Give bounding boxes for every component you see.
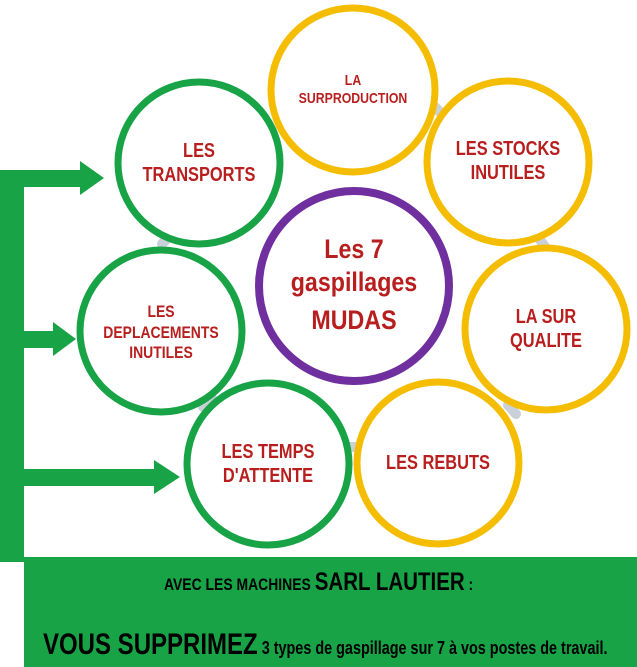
ring-deplacements-inutiles	[76, 246, 246, 416]
ring-temps-attente	[183, 379, 353, 549]
ring-transports	[114, 78, 284, 248]
ring-surproduction	[267, 4, 439, 176]
waste-transports: LES TRANSPORTS	[142, 128, 257, 198]
waste-deplacements-inutiles: LES DEPLACEMENTS INUTILES	[100, 294, 223, 372]
arrow-head-transports	[80, 161, 104, 195]
footer-brand: SARL LAUTIER	[314, 568, 465, 596]
footer-banner	[24, 557, 637, 667]
footer-prefix: AVEC LES MACHINES	[163, 575, 315, 594]
waste-label-line: INUTILES	[129, 343, 193, 363]
bracket-vertical-bar	[0, 170, 24, 562]
waste-label-line: TRANSPORTS	[142, 164, 256, 186]
waste-label-line: LES	[183, 139, 215, 162]
center-line-2: gaspillages	[290, 266, 418, 297]
footer-line-1: AVEC LES MACHINES SARL LAUTIER :	[0, 568, 637, 597]
center-line-3: MUDAS	[311, 305, 397, 336]
waste-stocks-inutiles: LES STOCKS INUTILES	[451, 126, 566, 196]
arrow-shaft-deplacements	[20, 331, 55, 348]
arrow-shaft-attente	[20, 469, 156, 486]
footer-strong: VOUS SUPPRIMEZ	[43, 628, 258, 661]
waste-label-line: LES REBUTS	[386, 451, 490, 474]
ring-sur-qualite	[461, 244, 631, 414]
waste-label-line: LA SUR	[515, 305, 577, 328]
footer-rest: 3 types de gaspillage sur 7 à vos postes…	[257, 638, 608, 658]
waste-label-line: LES TEMPS	[221, 440, 315, 463]
center-title: Les 7 gaspillages MUDAS	[280, 218, 428, 352]
connector-6	[198, 393, 217, 412]
waste-label-line: LA	[344, 71, 362, 89]
arrow-shaft-transports	[0, 170, 82, 187]
waste-surproduction: LA SURPRODUCTION	[296, 55, 411, 125]
waste-sur-qualite: LA SUR QUALITE	[489, 294, 604, 364]
footer-line-2: VOUS SUPPRIMEZ 3 types de gaspillage sur…	[43, 628, 637, 662]
ring-center	[255, 187, 453, 385]
waste-label-line: DEPLACEMENTS	[103, 322, 219, 342]
waste-label-line: D'ATTENTE	[222, 465, 314, 487]
ring-rebuts	[353, 378, 523, 548]
arrow-head-deplacements	[53, 322, 76, 356]
footer-colon: :	[464, 575, 474, 594]
arrow-head-attente	[154, 460, 180, 494]
connector-4	[503, 400, 521, 419]
waste-label-line: SURPRODUCTION	[298, 90, 408, 107]
waste-label-line: QUALITE	[510, 330, 582, 352]
waste-temps-attente: LES TEMPS D'ATTENTE	[211, 429, 326, 499]
waste-rebuts: LES REBUTS	[381, 440, 496, 486]
green-bracket-arrows	[0, 161, 180, 562]
ring-stocks-inutiles	[423, 77, 593, 247]
center-line-1: Les 7	[324, 233, 384, 264]
waste-label-line: INUTILES	[470, 162, 546, 184]
waste-label-line: LES STOCKS	[455, 137, 561, 160]
waste-label-line: LES	[147, 301, 175, 321]
